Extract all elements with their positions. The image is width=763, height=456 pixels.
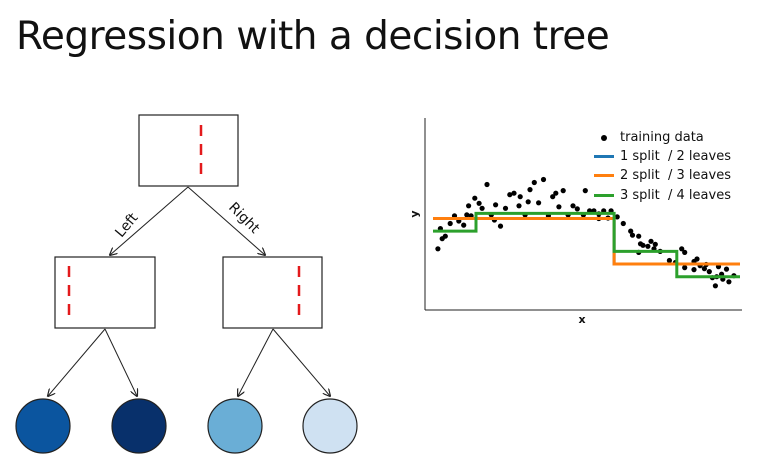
training-data-point bbox=[694, 256, 700, 262]
training-data-point bbox=[648, 238, 654, 244]
edge-left-right bbox=[104, 328, 137, 396]
training-data-point bbox=[574, 206, 580, 212]
training-data-point bbox=[637, 241, 644, 247]
training-data-point bbox=[629, 232, 636, 238]
training-data-point bbox=[570, 203, 576, 209]
training-data-point bbox=[553, 190, 559, 196]
regression-chart: x y bbox=[408, 118, 742, 326]
chart-y-label: y bbox=[408, 210, 421, 217]
training-data-point bbox=[497, 223, 504, 229]
legend-line-icon bbox=[594, 173, 614, 177]
training-data-point bbox=[682, 265, 688, 271]
legend-dot-icon bbox=[594, 130, 614, 145]
training-data-point bbox=[540, 176, 547, 183]
tree-leaf-3 bbox=[207, 398, 263, 454]
slide-title: Regression with a decision tree bbox=[16, 14, 610, 59]
training-data-point bbox=[636, 233, 642, 239]
edge-right-right bbox=[272, 328, 330, 396]
tree-leaf-4 bbox=[302, 398, 358, 454]
series-line-1 bbox=[433, 217, 740, 266]
tree-leaf-2 bbox=[111, 398, 167, 454]
legend-label: training data bbox=[620, 129, 704, 145]
training-data-point bbox=[493, 202, 499, 208]
training-data-point bbox=[652, 241, 658, 247]
edge-left-left bbox=[48, 328, 106, 396]
training-data-point bbox=[461, 222, 467, 228]
training-data-point bbox=[701, 266, 708, 272]
series-line-3 bbox=[433, 211, 740, 279]
training-data-point bbox=[442, 233, 448, 239]
training-data-point bbox=[511, 190, 517, 196]
training-data-point bbox=[479, 205, 485, 211]
training-data-point bbox=[679, 246, 685, 252]
training-data-point bbox=[614, 214, 620, 220]
chart-x-label: x bbox=[578, 313, 585, 326]
edge-left-label: Left bbox=[112, 210, 142, 241]
tree-root-node bbox=[138, 114, 239, 187]
legend-training-data: training data bbox=[594, 128, 704, 146]
edge-right bbox=[187, 186, 265, 255]
legend-label: 2 split / 3 leaves bbox=[620, 167, 731, 183]
edge-right-label: Right bbox=[225, 199, 263, 237]
training-data-point bbox=[582, 188, 588, 194]
training-data-point bbox=[682, 249, 688, 255]
training-data-point bbox=[527, 187, 533, 193]
training-data-point bbox=[723, 266, 730, 272]
training-data-point bbox=[726, 279, 732, 285]
legend-line-icon bbox=[594, 193, 614, 197]
training-data-point bbox=[447, 220, 453, 227]
training-data-point bbox=[472, 195, 478, 201]
training-data-point bbox=[502, 205, 509, 211]
training-data-point bbox=[560, 188, 566, 194]
training-data-point bbox=[712, 283, 719, 289]
training-data-point bbox=[484, 181, 490, 188]
training-data-point bbox=[550, 194, 556, 200]
training-data-point bbox=[517, 194, 523, 200]
training-data-point bbox=[464, 212, 470, 218]
training-data-point bbox=[466, 203, 472, 209]
tree-right-node bbox=[222, 256, 323, 329]
legend-series-2: 2 split / 3 leaves bbox=[594, 166, 731, 184]
training-data-point bbox=[507, 192, 513, 198]
legend-series-3: 3 split / 4 leaves bbox=[594, 186, 731, 204]
legend-series-1: 1 split / 2 leaves bbox=[594, 147, 731, 165]
legend-label: 1 split / 2 leaves bbox=[620, 148, 731, 164]
edge-left bbox=[110, 186, 189, 255]
chart-series-lines bbox=[433, 211, 740, 279]
series-line-2 bbox=[433, 217, 740, 266]
tree-left-node bbox=[54, 256, 156, 329]
training-data-point bbox=[516, 203, 522, 209]
training-data-point bbox=[666, 257, 673, 264]
training-data-point bbox=[645, 243, 651, 249]
legend-line-icon bbox=[594, 154, 614, 158]
legend-label: 3 split / 4 leaves bbox=[620, 187, 731, 203]
training-data-point bbox=[525, 199, 531, 205]
training-data-point bbox=[476, 200, 482, 206]
edge-right-left bbox=[238, 328, 274, 396]
training-data-point bbox=[620, 220, 626, 227]
tree-leaf-1 bbox=[15, 398, 71, 454]
training-data-point bbox=[628, 228, 634, 234]
training-data-point bbox=[531, 179, 537, 186]
training-data-point bbox=[536, 200, 542, 206]
training-data-point bbox=[691, 267, 697, 273]
training-data-point bbox=[706, 269, 712, 275]
training-data-point bbox=[556, 204, 562, 210]
training-data-point bbox=[435, 246, 441, 252]
